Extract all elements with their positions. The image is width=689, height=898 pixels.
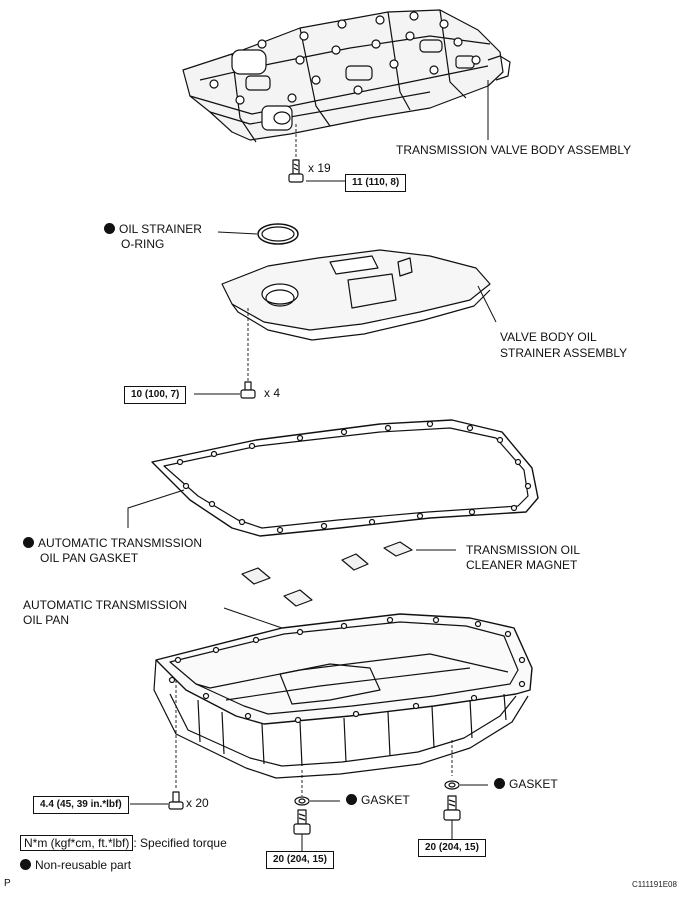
torque-drain-plug-left: 20 (204, 15) [266, 851, 334, 869]
label-valve-body-assembly: TRANSMISSION VALVE BODY ASSEMBLY [396, 143, 632, 157]
torque-valve-body-bolts: 11 (110, 8) [345, 174, 407, 192]
footer-left-mark: P [4, 878, 11, 889]
label-gasket-right: GASKET [494, 777, 558, 792]
label-pan-gasket-line2: OIL PAN GASKET [40, 551, 139, 565]
label-oil-strainer-oring: OIL STRAINER [104, 222, 202, 237]
torque-pan-bolts: 4.4 (45, 39 in.*lbf) [33, 796, 129, 814]
label-magnet-line1: TRANSMISSION OIL [466, 543, 581, 557]
label-oil-pan-line2: OIL PAN [23, 613, 70, 627]
valve-body-drawing [182, 9, 511, 143]
label-pan-gasket: AUTOMATIC TRANSMISSION [23, 536, 202, 551]
figure-code: C111191E08 [632, 880, 677, 889]
legend-non-reusable-text: Non-reusable part [35, 858, 132, 872]
torque-strainer-bolts: 10 (100, 7) [124, 386, 187, 404]
legend-torque-desc: : Specified torque [133, 836, 227, 850]
qty-strainer-bolts: x 4 [264, 386, 281, 400]
torque-drain-plug-right: 20 (204, 15) [418, 839, 486, 857]
non-reusable-dot-icon [20, 859, 31, 870]
qty-valve-body-bolts: x 19 [308, 161, 331, 175]
pan-bolt-drawing [130, 791, 184, 810]
non-reusable-dot-icon [23, 537, 34, 548]
non-reusable-dot-icon [346, 794, 357, 805]
label-oil-pan-line1: AUTOMATIC TRANSMISSION [23, 598, 188, 612]
valve-body-bolt-drawing [288, 124, 345, 183]
o-ring-drawing [217, 223, 299, 245]
oil-pan-gasket-drawing [127, 419, 539, 537]
label-oil-strainer-line1: OIL STRAINER [119, 222, 202, 236]
strainer-bolt-drawing [194, 381, 256, 399]
qty-pan-bolts: x 20 [186, 796, 209, 810]
oil-pan-drawing [153, 607, 533, 796]
oil-cleaner-magnets-drawing [241, 541, 456, 607]
legend-torque: N*m (kgf*cm, ft.*lbf): Specified torque [20, 835, 227, 851]
label-gasket-left-text: GASKET [361, 793, 410, 807]
label-gasket-left: GASKET [346, 793, 410, 808]
legend-torque-unit: N*m (kgf*cm, ft.*lbf) [20, 835, 134, 851]
drain-plug-right-drawing [443, 780, 488, 840]
label-strainer-line2: STRAINER ASSEMBLY [500, 346, 628, 360]
non-reusable-dot-icon [494, 778, 505, 789]
label-gasket-right-text: GASKET [509, 777, 558, 791]
legend-non-reusable: Non-reusable part [20, 858, 131, 873]
label-pan-gasket-line1: AUTOMATIC TRANSMISSION [38, 536, 203, 550]
oil-strainer-drawing [221, 249, 497, 386]
label-strainer-line1: VALVE BODY OIL [500, 330, 597, 344]
non-reusable-dot-icon [104, 223, 115, 234]
drain-plug-left-drawing [293, 796, 340, 852]
label-oil-strainer-line2: O-RING [121, 237, 165, 251]
label-magnet-line2: CLEANER MAGNET [466, 558, 578, 572]
